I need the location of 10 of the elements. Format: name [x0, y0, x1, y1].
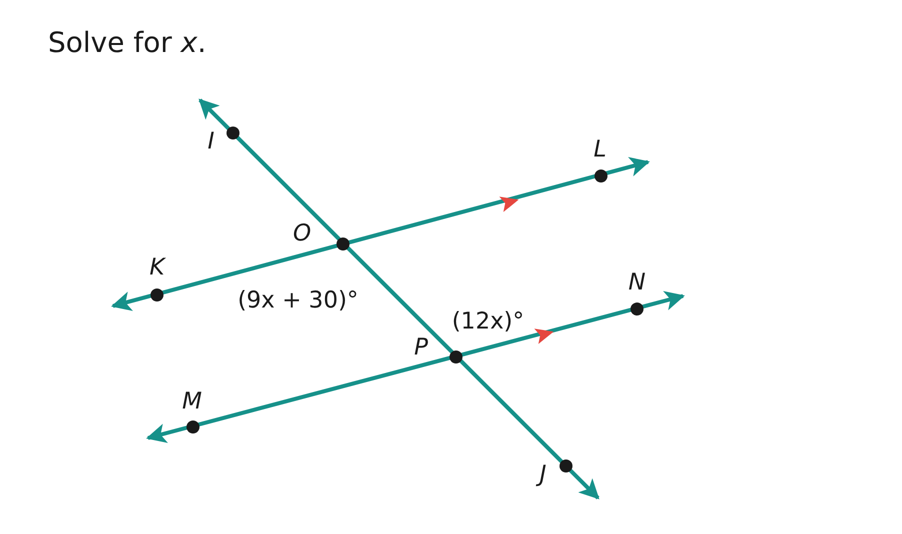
angle-label: (9x + 30)°: [238, 290, 358, 312]
point-label: N: [628, 272, 646, 294]
point-label: K: [149, 256, 165, 280]
point-label: L: [594, 138, 606, 162]
point-label: M: [182, 390, 202, 414]
point-label: I: [208, 130, 214, 154]
point-label: P: [414, 336, 428, 360]
angle-label: (12x)°: [452, 310, 524, 334]
question-text: Solve for x.: [48, 26, 206, 59]
point-label: O: [292, 222, 312, 246]
